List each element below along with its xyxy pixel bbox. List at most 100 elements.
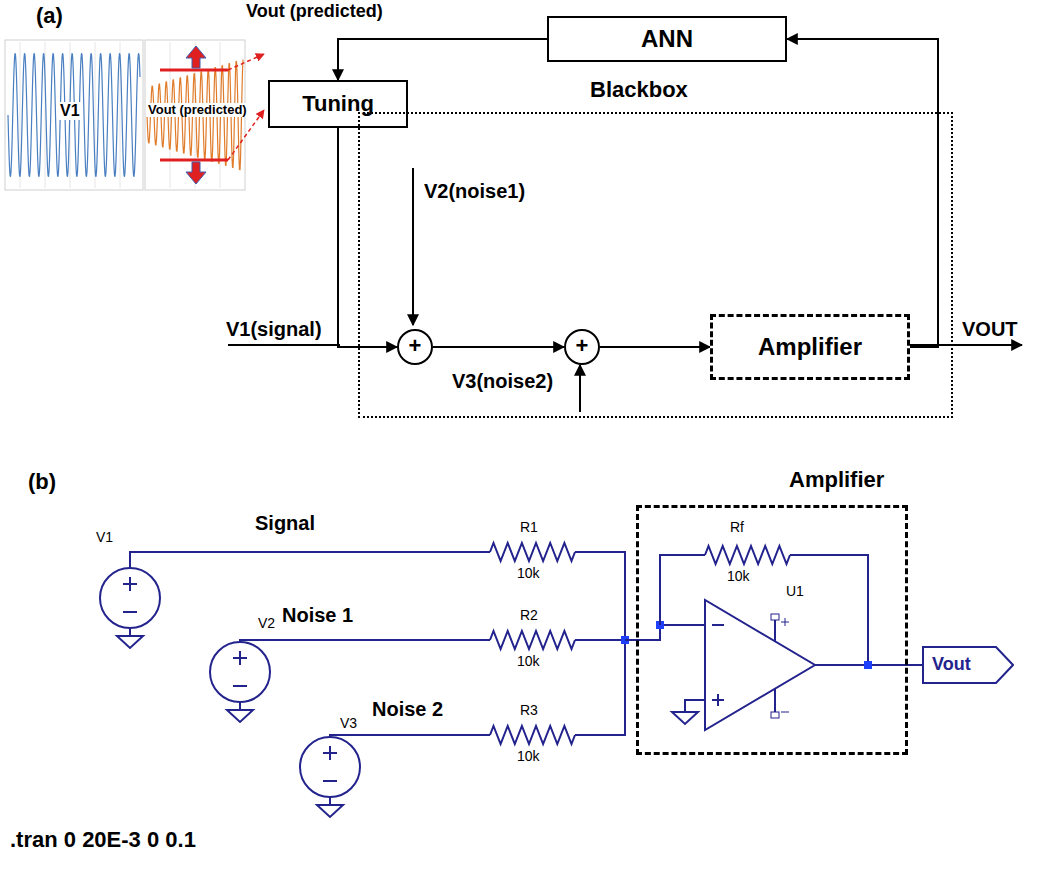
flow-connector (600, 346, 710, 348)
supply-pin-mark (785, 618, 786, 626)
flow-connector (433, 346, 564, 348)
wire (330, 735, 490, 737)
annotation-label: Noise 1 (282, 604, 353, 626)
group-region: Amplifier (636, 505, 908, 755)
resistor-symbol (490, 631, 575, 649)
ground-symbol (317, 805, 343, 817)
annotation-label: R2 (520, 608, 538, 623)
noise-input-arrow (579, 365, 581, 412)
flow-connector (787, 39, 938, 347)
ground-wire (329, 797, 331, 805)
threshold-bar (160, 159, 228, 162)
supply-pin (774, 620, 776, 642)
resistor-symbol (490, 726, 575, 744)
annotation-label: V2(noise1) (424, 180, 525, 202)
annotation-label: V2 (258, 616, 275, 631)
process-box: ANN (547, 16, 787, 62)
annotation-label: Vout (predicted) (246, 2, 383, 22)
resistor-symbol (705, 546, 790, 564)
summing-junction: + (564, 329, 600, 365)
annotation-label: V1(signal) (226, 318, 322, 340)
annotation-label: V1 (58, 102, 82, 120)
wire (575, 639, 625, 641)
wire (685, 700, 705, 704)
net-flag-shape (923, 647, 1013, 683)
wire (240, 640, 490, 642)
node-label: Amplifier (758, 334, 862, 360)
polarity-mark (233, 685, 247, 687)
annotation-label: Vout (predicted) (146, 103, 249, 117)
signal-line (228, 344, 340, 346)
annotation-label: V3 (340, 716, 357, 731)
supply-pin (774, 689, 776, 712)
annotation-label: VOUT (962, 318, 1018, 340)
annotation-label: (b) (28, 470, 56, 494)
annotation-label: V1 (96, 530, 113, 545)
flow-connector (338, 128, 397, 347)
annotation-label: 10k (517, 749, 540, 764)
ground-symbol (117, 636, 143, 648)
node-label: Vout (932, 655, 971, 675)
node-label: ANN (641, 26, 693, 52)
supply-pin-mark (781, 712, 789, 713)
opamp-input-mark (712, 624, 724, 626)
tuning-pointer (228, 110, 264, 160)
annotation-label: 10k (727, 569, 750, 584)
ground-symbol (227, 710, 253, 722)
ground-wire (129, 628, 131, 636)
polarity-mark (323, 780, 337, 782)
annotation-label: V3(noise2) (452, 370, 553, 392)
wire (575, 640, 625, 735)
annotation-label: (a) (36, 4, 63, 28)
voltage-source-symbol (300, 737, 360, 797)
node-label: + (576, 334, 589, 358)
wire (790, 555, 868, 665)
resistor-symbol (490, 543, 575, 561)
tune-up-arrow (186, 46, 206, 68)
junction-dot (864, 661, 872, 669)
voltage-source-symbol (210, 642, 270, 702)
annotation-label: R3 (520, 703, 538, 718)
supply-pin-end (771, 614, 779, 620)
ground-symbol (672, 712, 698, 724)
voltage-source-symbol (100, 568, 160, 628)
output-line (908, 344, 1022, 346)
annotation-label: U1 (786, 584, 804, 599)
polarity-mark (329, 746, 331, 760)
threshold-bar (160, 69, 228, 72)
wire (660, 555, 705, 625)
polarity-mark (129, 577, 131, 591)
wire (130, 552, 490, 568)
opamp-input-mark (717, 694, 719, 706)
summing-junction: + (397, 329, 433, 365)
polarity-mark (123, 611, 137, 613)
net-label-flag: Vout (922, 646, 1014, 684)
process-box: Tuning (268, 80, 408, 128)
annotation-label: Signal (255, 512, 315, 534)
annotation-label: 10k (517, 654, 540, 669)
annotation-label: .tran 0 20E-3 0 0.1 (10, 828, 196, 852)
signal-waveform (8, 53, 140, 177)
group-region: Blackbox++Amplifier (358, 112, 953, 418)
node-label: + (409, 334, 422, 358)
group-heading: Amplifier (789, 468, 884, 492)
ground-wire (684, 704, 686, 712)
annotation-label: R1 (520, 520, 538, 535)
tuning-pointer (228, 54, 264, 70)
opamp-symbol (705, 600, 815, 730)
tune-down-arrow (186, 162, 206, 184)
annotation-label: 10k (517, 566, 540, 581)
process-box: Amplifier (710, 314, 910, 380)
annotation-label: Rf (730, 520, 744, 535)
wire (575, 552, 625, 640)
chart-frame (5, 40, 143, 190)
annotation-label: Noise 2 (372, 698, 443, 720)
group-heading: Blackbox (590, 78, 688, 102)
flow-connector (338, 39, 547, 80)
ground-wire (239, 702, 241, 710)
noise-input-arrow (412, 168, 414, 325)
supply-pin-end (771, 712, 779, 718)
